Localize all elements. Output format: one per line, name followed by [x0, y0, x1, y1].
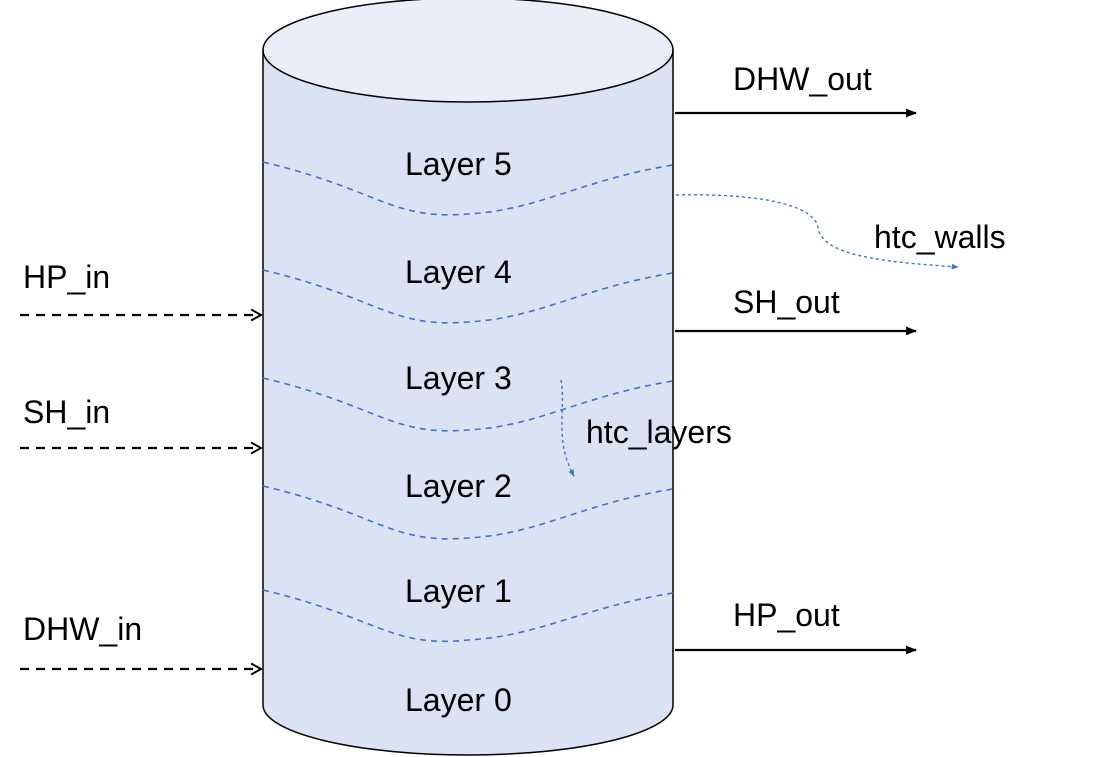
layer-label: Layer 0 — [405, 682, 512, 718]
outlet-label-hp: HP_out — [733, 597, 840, 633]
outlet-label-dhw: DHW_out — [733, 61, 872, 97]
outlets: DHW_out SH_out HP_out — [675, 61, 918, 655]
heat-transfer: htc_walls htc_layers — [560, 194, 1006, 477]
layer-label: Layer 2 — [405, 468, 512, 504]
layer-divider-1-0 — [262, 589, 674, 643]
layer-label: Layer 1 — [405, 573, 512, 609]
htc-walls-label: htc_walls — [874, 219, 1006, 255]
layer-dividers — [262, 161, 674, 643]
inlet-label-sh: SH_in — [23, 394, 110, 430]
inlet-label-hp: HP_in — [23, 259, 110, 295]
layer-divider-3-2 — [262, 377, 674, 432]
storage-tank — [262, 0, 674, 756]
layer-divider-5-4 — [262, 161, 674, 216]
htc-walls-arrow — [675, 194, 959, 270]
layer-divider-4-3 — [262, 269, 674, 324]
inlet-label-dhw: DHW_in — [23, 611, 142, 647]
layer-label: Layer 3 — [405, 360, 512, 396]
outlet-label-sh: SH_out — [733, 284, 840, 320]
htc-layers-label: htc_layers — [586, 414, 732, 450]
layer-divider-2-1 — [262, 485, 674, 540]
tank-top — [262, 0, 674, 103]
layer-labels: Layer 5 Layer 4 Layer 3 Layer 2 Layer 1 … — [405, 146, 512, 718]
tank-body — [262, 49, 674, 756]
inlets: HP_in SH_in DHW_in — [20, 259, 264, 676]
layer-label: Layer 4 — [405, 254, 512, 290]
layer-label: Layer 5 — [405, 146, 512, 182]
htc-layers-arrow — [560, 379, 575, 477]
